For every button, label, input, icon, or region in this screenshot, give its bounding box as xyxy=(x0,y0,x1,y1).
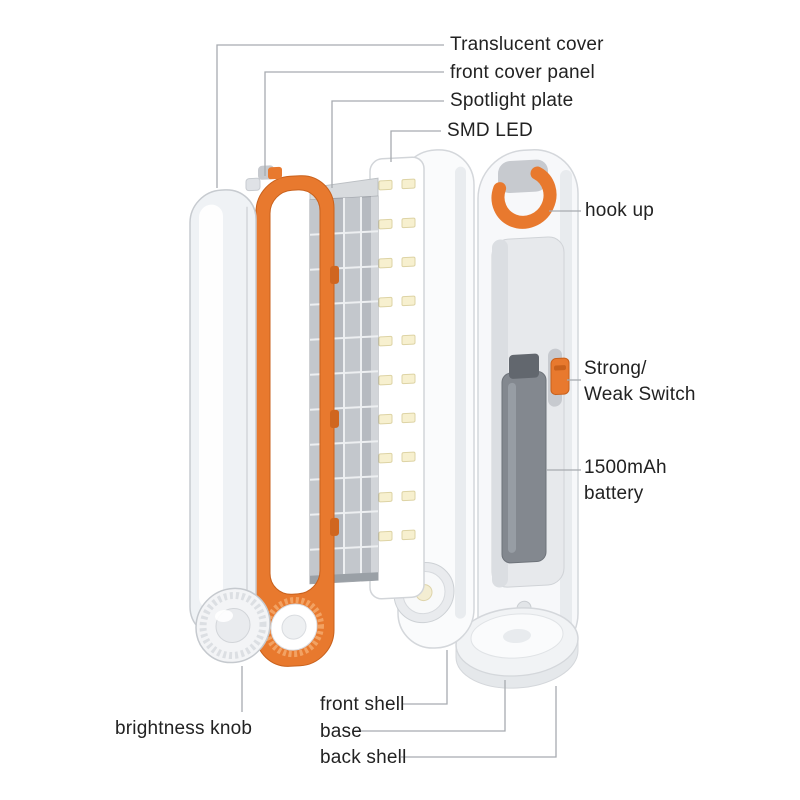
front-cover-panel-part xyxy=(255,165,339,667)
label-line-strong: Strong/ xyxy=(584,358,647,379)
leader-front-shell xyxy=(403,650,448,705)
brightness-knob-part xyxy=(195,587,271,664)
label-line-weak-switch: Weak Switch xyxy=(584,384,696,405)
leader-translucent-cover xyxy=(216,44,444,188)
label-back-shell: back shell xyxy=(320,747,407,768)
label-spotlight-plate: Spotlight plate xyxy=(450,90,574,111)
leader-spotlight-plate xyxy=(331,100,444,188)
knob-ring xyxy=(264,597,324,658)
label-base: base xyxy=(320,721,363,742)
label-translucent-cover: Translucent cover xyxy=(450,34,604,55)
base-part xyxy=(455,607,579,689)
label-front-shell: front shell xyxy=(320,694,405,715)
leader-back-shell xyxy=(401,686,557,758)
battery-part xyxy=(501,353,547,564)
label-line-capacity: 1500mAh xyxy=(584,457,667,478)
label-smd-led: SMD LED xyxy=(447,120,533,141)
hook-part xyxy=(491,166,557,229)
label-line-battery: battery xyxy=(584,483,644,504)
leader-front-cover-panel xyxy=(264,71,444,176)
back-shell-part xyxy=(477,149,579,664)
strong-weak-switch-part xyxy=(548,348,570,407)
leader-lines xyxy=(216,44,581,758)
translucent-cover-part xyxy=(189,177,271,664)
leader-base xyxy=(357,680,506,732)
label-brightness-knob: brightness knob xyxy=(115,718,253,739)
label-front-cover-panel: front cover panel xyxy=(450,62,595,83)
label-hook-up: hook up xyxy=(585,200,655,221)
leader-smd-led xyxy=(390,130,441,162)
label-strong-weak-switch: Strong/ Weak Switch xyxy=(584,356,696,408)
label-battery: 1500mAh battery xyxy=(584,455,667,507)
